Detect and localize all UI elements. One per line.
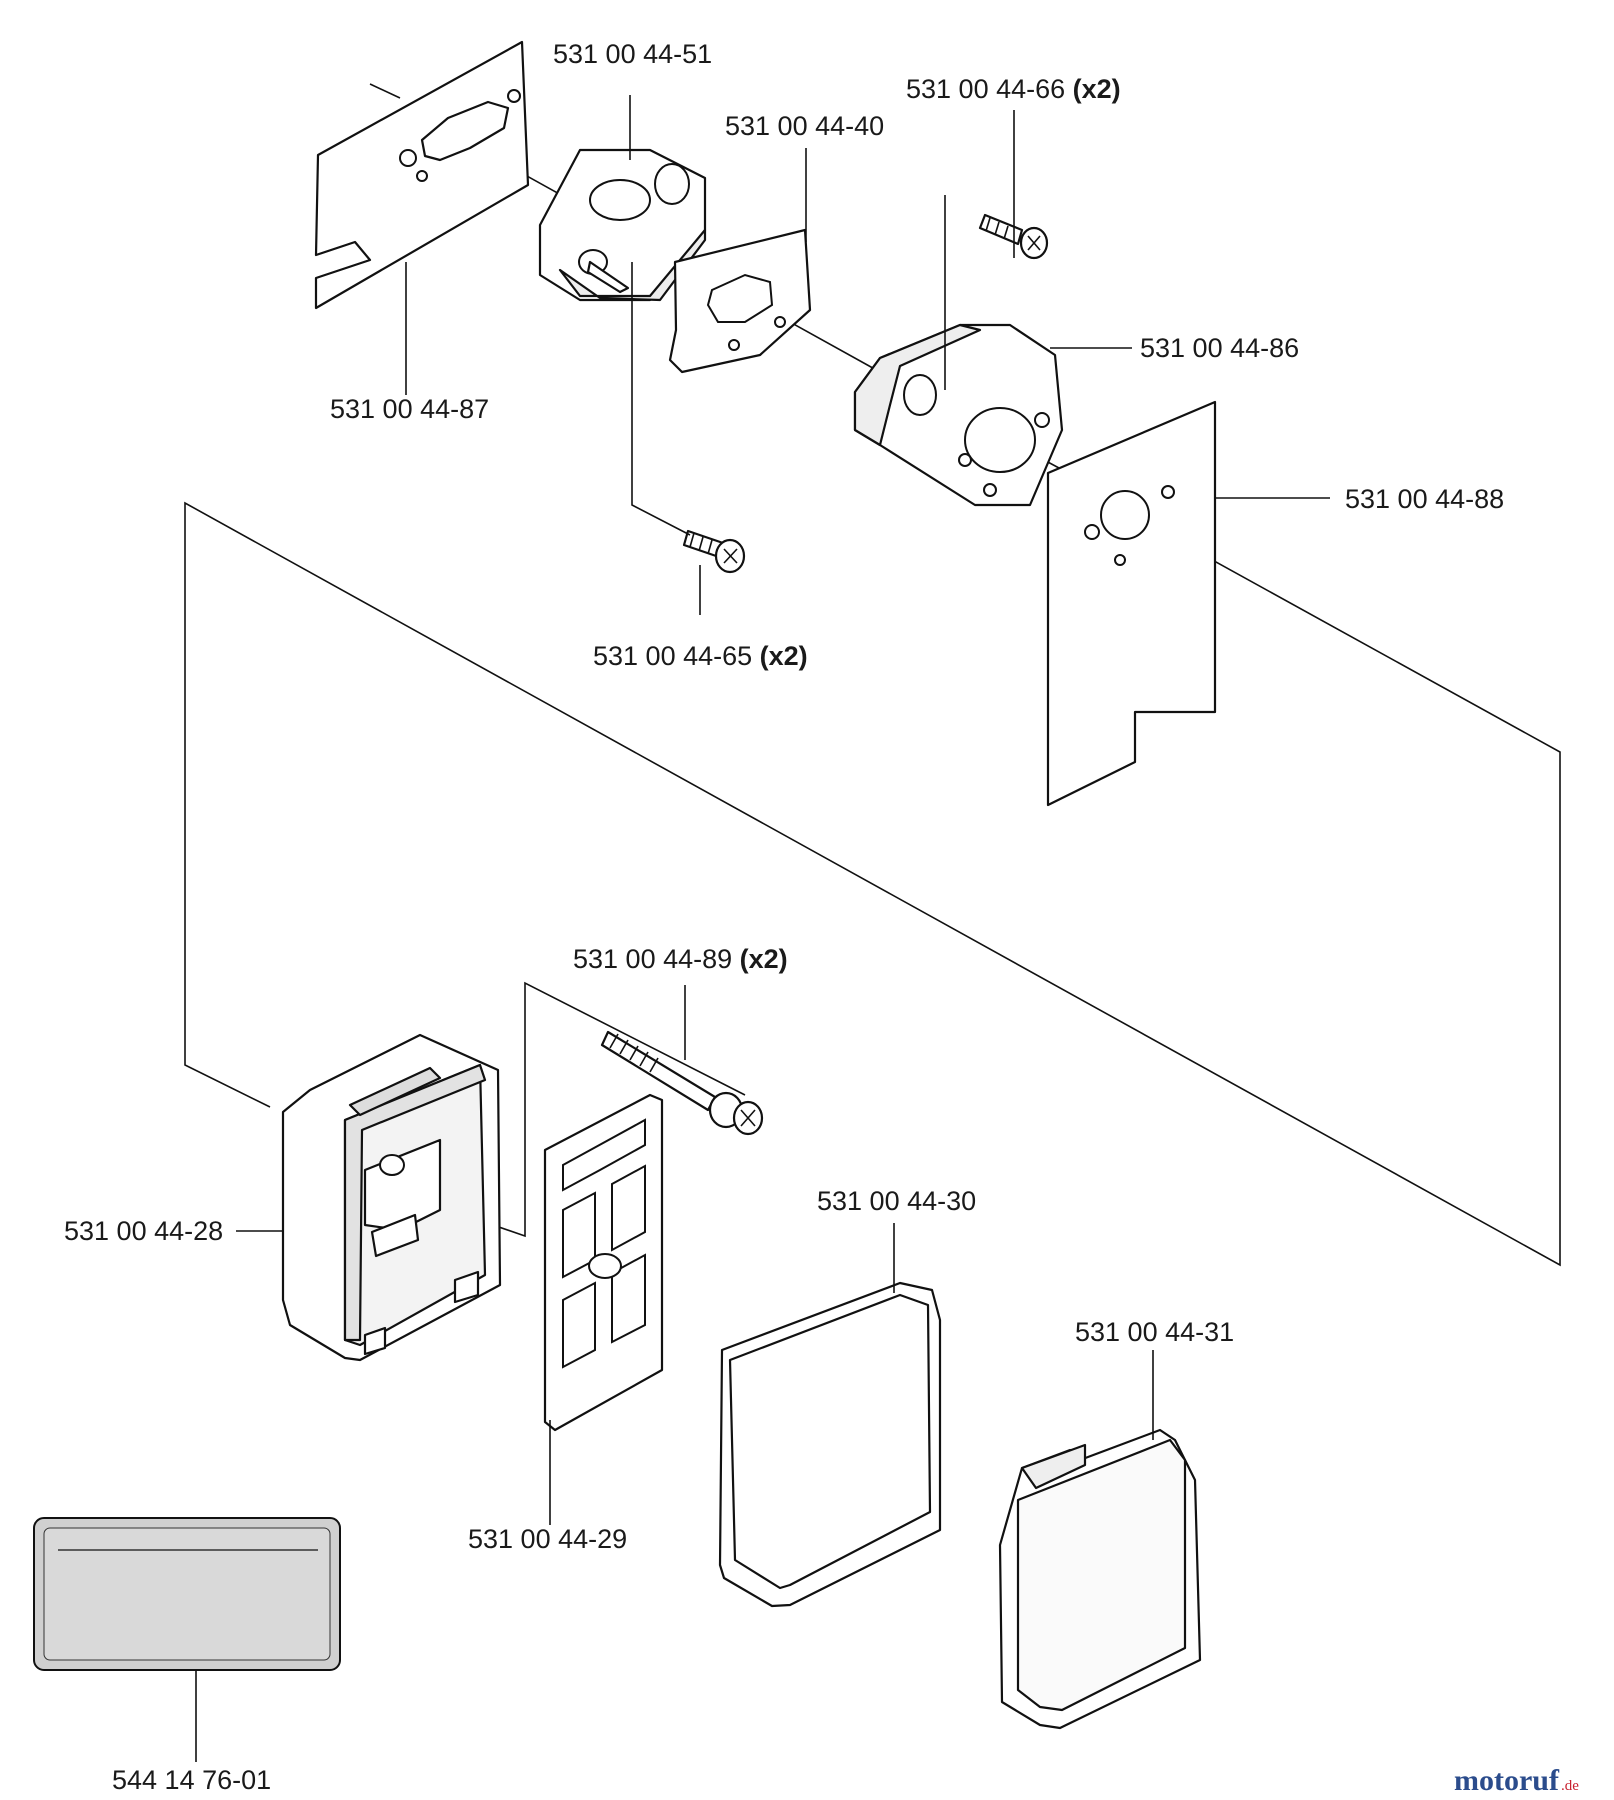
filter-element xyxy=(718,1281,942,1608)
part-label-p13: 544 14 76-01 xyxy=(112,1765,271,1795)
gasket-small xyxy=(668,228,812,374)
part-label-p6: 531 00 44-88 xyxy=(1345,484,1504,514)
screw-65 xyxy=(682,529,746,574)
part-label-p7: 531 00 44-65 (x2) xyxy=(593,641,808,671)
filter-cover xyxy=(998,1428,1202,1730)
gasket-top xyxy=(314,40,530,310)
bolt-89 xyxy=(600,1030,764,1136)
filter-grid xyxy=(543,1093,664,1432)
part-label-p5: 531 00 44-87 xyxy=(330,394,489,424)
part-label-p10: 531 00 44-28 xyxy=(64,1216,223,1246)
svg-text:motoruf.de: motoruf.de xyxy=(1454,1764,1579,1797)
part-label-p1: 531 00 44-51 xyxy=(553,39,712,69)
part-label-p8: 531 00 44-89 (x2) xyxy=(573,944,788,974)
filter-housing xyxy=(281,1033,502,1362)
part-label-p4: 531 00 44-86 xyxy=(1140,333,1299,363)
part-label-p2: 531 00 44-66 (x2) xyxy=(906,74,1121,104)
insulator-block xyxy=(538,148,707,302)
screw-66 xyxy=(978,213,1049,260)
gasket-right xyxy=(1046,400,1217,807)
adapter-block xyxy=(853,323,1064,507)
part-label-p3: 531 00 44-40 xyxy=(725,111,884,141)
part-label-p9: 531 00 44-30 xyxy=(817,1186,976,1216)
leader-lines xyxy=(195,95,1330,1762)
part-label-p11: 531 00 44-31 xyxy=(1075,1317,1234,1347)
watermark-logo: motoruf.de xyxy=(1454,1764,1579,1797)
part-labels: 531 00 44-51 531 00 44-66 (x2) 531 00 44… xyxy=(64,39,1504,1795)
warning-label xyxy=(33,1517,341,1671)
part-label-p12: 531 00 44-29 xyxy=(468,1524,627,1554)
